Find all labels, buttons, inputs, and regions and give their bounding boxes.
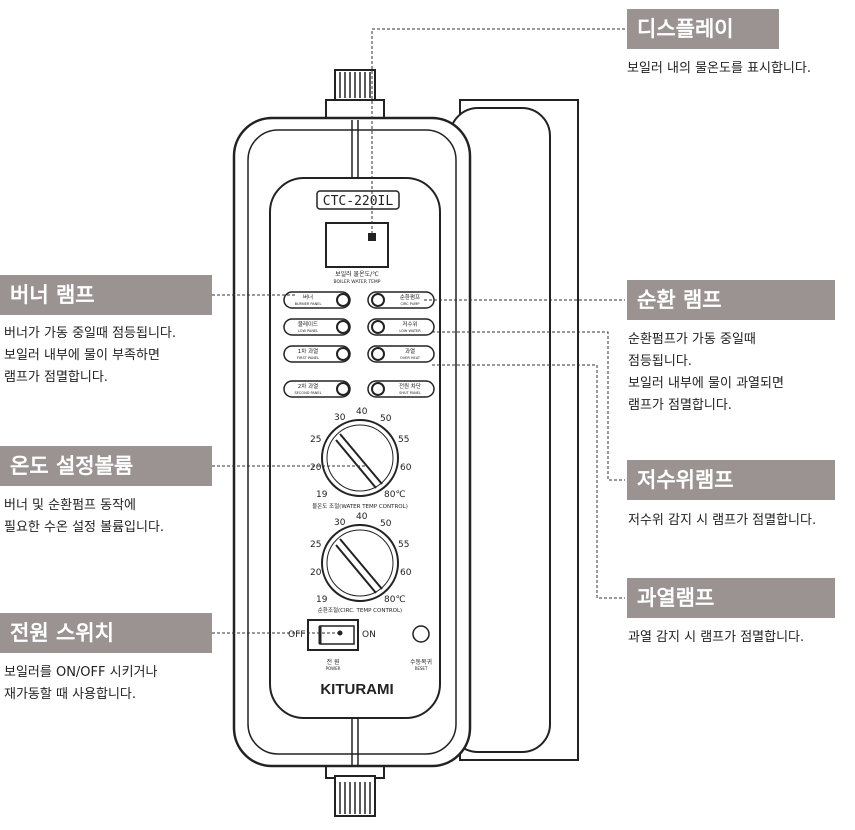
model-text: CTC-220IL <box>323 194 394 209</box>
lamp-burner <box>336 293 350 307</box>
callout-power-desc: 보일러를 ON/OFF 시키거나 재가동할 때 사용합니다. <box>4 665 158 702</box>
reset-button[interactable]: 수동복귀 RESET <box>410 625 432 671</box>
svg-text:버너: 버너 <box>303 293 313 301</box>
svg-text:80℃: 80℃ <box>384 595 406 605</box>
svg-text:60: 60 <box>400 568 412 578</box>
svg-text:55: 55 <box>398 540 409 550</box>
lamp-low <box>336 320 350 334</box>
svg-text:1차 과열: 1차 과열 <box>298 347 318 355</box>
temp-dial-1: 30 40 50 25 55 20 60 19 80℃ 물온도 조절(WATER… <box>310 407 412 510</box>
svg-text:블레이드: 블레이드 <box>298 320 318 328</box>
svg-text:25: 25 <box>310 540 321 550</box>
svg-text:50: 50 <box>380 519 392 529</box>
svg-text:30: 30 <box>334 413 346 423</box>
svg-text:20: 20 <box>310 463 322 473</box>
svg-text:FIRST PANEL: FIRST PANEL <box>297 356 319 360</box>
callout-circ-desc: 순환펌프가 가동 중일때 점등됩니다. 보일러 내부에 물이 과열되면 램프가 … <box>628 332 784 413</box>
lamp-pill-shut <box>367 380 435 398</box>
switch-off-label: OFF <box>288 630 305 640</box>
lamp-first <box>336 347 350 361</box>
callout-lowwater-title: 저수위램프 <box>627 460 835 500</box>
svg-text:60: 60 <box>400 463 412 473</box>
svg-text:40: 40 <box>356 407 368 417</box>
svg-text:순환펌프: 순환펌프 <box>400 293 420 301</box>
switch-on-label: ON <box>362 630 376 640</box>
leader-lines <box>212 28 625 634</box>
svg-text:SHUT PANEL: SHUT PANEL <box>399 391 421 395</box>
svg-text:19: 19 <box>316 490 328 500</box>
svg-text:20: 20 <box>310 568 322 578</box>
svg-text:19: 19 <box>316 595 328 605</box>
display-dot <box>368 233 376 241</box>
lamp-overheat <box>371 347 385 361</box>
callout-circ-title: 순환 램프 <box>627 280 835 320</box>
lamp-circ <box>371 293 385 307</box>
leader-lowwater <box>432 331 625 481</box>
callout-overheat-title: 과열램프 <box>627 578 835 618</box>
callout-burner-title: 버너 램프 <box>0 275 212 315</box>
display-caption-en: BOILER WATER TEMP <box>333 279 380 285</box>
power-switch[interactable]: OFF ON 전 원 POWER <box>288 619 376 671</box>
svg-text:30: 30 <box>334 518 346 528</box>
lamp-second <box>336 382 350 396</box>
svg-text:50: 50 <box>380 414 392 424</box>
leader-overheat <box>432 364 625 599</box>
display-caption: 보일러 물온도/℃ <box>335 270 379 278</box>
callout-display-desc: 보일러 내의 물온도를 표시합니다. <box>627 61 811 76</box>
svg-text:55: 55 <box>398 435 409 445</box>
switch-rocker <box>319 625 355 645</box>
svg-text:수동복귀: 수동복귀 <box>410 658 432 666</box>
callout-display-title: 디스플레이 <box>627 9 779 49</box>
svg-text:LOW PANEL: LOW PANEL <box>298 329 318 333</box>
svg-text:25: 25 <box>310 435 321 445</box>
lamp-pill-lowwater <box>367 318 435 336</box>
callout-overheat-desc: 과열 감지 시 램프가 점멸합니다. <box>628 630 805 645</box>
svg-text:POWER: POWER <box>326 666 341 671</box>
lamp-shut <box>371 382 385 396</box>
callout-temp-title: 온도 설정볼륨 <box>0 446 212 486</box>
leader-display <box>371 28 625 234</box>
callout-burner-desc: 버너가 가동 중일때 점등됩니다. 보일러 내부에 물이 부족하면 램프가 점멸… <box>4 326 177 385</box>
svg-text:물온도 조절(WATER TEMP CONTROL): 물온도 조절(WATER TEMP CONTROL) <box>312 502 408 510</box>
callout-temp-desc: 버너 및 순환펌프 동작에 필요한 수온 설정 볼륨입니다. <box>4 498 165 535</box>
lamp-lowwater <box>371 320 385 334</box>
svg-text:40: 40 <box>356 512 368 522</box>
brand-logo: KITURAMI <box>320 681 393 698</box>
svg-text:LOW WATER: LOW WATER <box>399 329 421 333</box>
svg-text:과열: 과열 <box>405 347 415 355</box>
svg-text:80℃: 80℃ <box>384 490 406 500</box>
svg-text:저수위: 저수위 <box>402 320 417 328</box>
svg-text:전원 차단: 전원 차단 <box>399 382 421 390</box>
left-lamps: 버너 BURNER PANEL 블레이드 LOW PANEL 1차 과열 FIR… <box>283 291 351 398</box>
top-connector-ribs <box>339 72 371 98</box>
model-plate <box>316 190 400 210</box>
callout-lowwater-desc: 저수위 감지 시 램프가 점멸합니다. <box>628 513 817 528</box>
bottom-connector-ribs <box>339 782 371 814</box>
svg-text:순환조절(CIRC. TEMP CONTROL): 순환조절(CIRC. TEMP CONTROL) <box>318 606 402 614</box>
svg-text:SECOND PANEL: SECOND PANEL <box>294 391 321 395</box>
svg-text:CIRC PUMP: CIRC PUMP <box>400 302 419 306</box>
svg-text:전 원: 전 원 <box>327 658 340 666</box>
svg-text:BURNER PANEL: BURNER PANEL <box>295 302 322 306</box>
svg-text:OVER HEAT: OVER HEAT <box>400 356 421 360</box>
temp-dial-2: 30 40 50 25 55 20 60 19 80℃ 순환조절(CIRC. T… <box>310 512 412 614</box>
callout-power-title: 전원 스위치 <box>0 613 212 653</box>
right-lamps: 순환펌프 CIRC PUMP 저수위 LOW WATER 과열 OVER HEA… <box>367 291 435 398</box>
svg-text:RESET: RESET <box>415 666 428 671</box>
svg-text:2차 과열: 2차 과열 <box>298 382 318 390</box>
display-window <box>325 222 389 268</box>
lamp-pill-overheat <box>367 345 435 363</box>
